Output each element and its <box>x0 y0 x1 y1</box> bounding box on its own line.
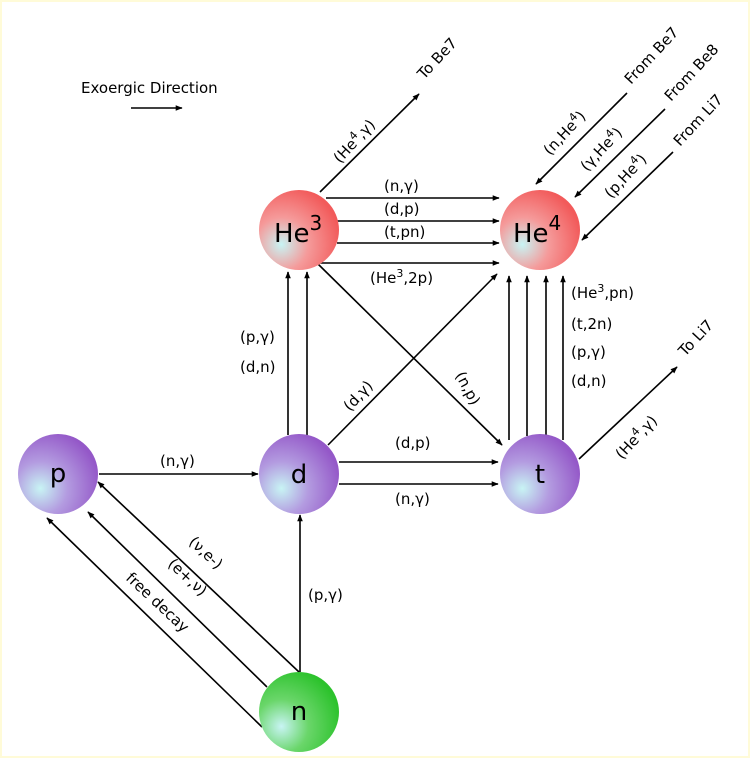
edge-Li7-He4 <box>581 151 674 241</box>
node-He3-label: He3 <box>274 211 322 249</box>
node-d-label: d <box>291 460 308 490</box>
reaction-label-n-p-nu: (ν,e-) <box>185 533 226 573</box>
node-p: p <box>18 434 98 514</box>
reaction-label-He3-He4-2: (d,p) <box>384 200 420 218</box>
reaction-label-d-t-2: (n,γ) <box>395 490 430 508</box>
reaction-label-p-d: (n,γ) <box>160 452 195 470</box>
edge-Be7-He4 <box>535 92 628 185</box>
edge-n-p-eplus <box>87 511 268 688</box>
reaction-label-He3-He4-4: (He3,2p) <box>370 267 433 288</box>
node-He3-sphere <box>259 190 339 270</box>
node-He4-sphere <box>500 190 580 270</box>
node-t: t <box>500 434 580 514</box>
node-n-sphere <box>259 672 339 752</box>
edge-d-He4 <box>327 273 498 446</box>
target-label-Li7: To Li7 <box>674 316 717 360</box>
reaction-label-d-t-1: (d,p) <box>395 434 431 452</box>
reaction-label-Be7-He4: (n,He4) <box>538 106 589 159</box>
reaction-label-He3-He4-1: (n,γ) <box>384 177 419 195</box>
reaction-label-Be8-He4: (γ,He4) <box>575 122 626 175</box>
node-d-sphere <box>259 434 339 514</box>
target-label-Be7: To Be7 <box>413 34 461 83</box>
reaction-label-t-He4-3: (p,γ) <box>571 343 606 361</box>
node-He3: He3 <box>259 190 339 270</box>
reaction-label-t-He4-4: (d,n) <box>571 372 607 390</box>
node-He4-label: He4 <box>513 211 561 249</box>
reaction-label-d-He4: (d,γ) <box>340 377 377 415</box>
edge-Be8-He4 <box>574 108 666 198</box>
node-p-sphere <box>18 434 98 514</box>
edges <box>46 92 678 728</box>
node-n-label: n <box>291 697 307 727</box>
edge-n-p-nu <box>97 481 300 673</box>
edge-He3-Be7 <box>319 93 420 193</box>
reaction-labels: (ν,e-) (e+,ν) free decay (n,γ) (p,γ) (p,… <box>122 24 726 637</box>
edge-He3-t <box>317 263 503 446</box>
reaction-label-t-He4-2: (t,2n) <box>571 315 612 333</box>
reaction-label-d-He3-1: (p,γ) <box>240 328 275 346</box>
nodes: He3 He4 p d t n <box>18 190 580 752</box>
node-t-label: t <box>535 460 545 490</box>
reaction-label-t-Li7: (He4,γ) <box>610 410 661 463</box>
legend-label: Exoergic Direction <box>81 79 218 97</box>
node-n: n <box>259 672 339 752</box>
edge-n-p-decay <box>46 517 263 728</box>
node-He4: He4 <box>500 190 580 270</box>
node-d: d <box>259 434 339 514</box>
edge-t-Li7 <box>578 366 678 460</box>
legend: Exoergic Direction <box>81 79 218 111</box>
reaction-label-t-He4-1: (He3,pn) <box>571 282 634 303</box>
reaction-label-He3-He4-3: (t,pn) <box>384 223 425 241</box>
node-t-sphere <box>500 434 580 514</box>
reaction-label-He3-t: (n,p) <box>451 368 484 408</box>
reaction-label-d-He3-2: (d,n) <box>240 358 276 376</box>
reaction-label-n-d: (p,γ) <box>308 586 343 604</box>
node-p-label: p <box>50 459 67 489</box>
